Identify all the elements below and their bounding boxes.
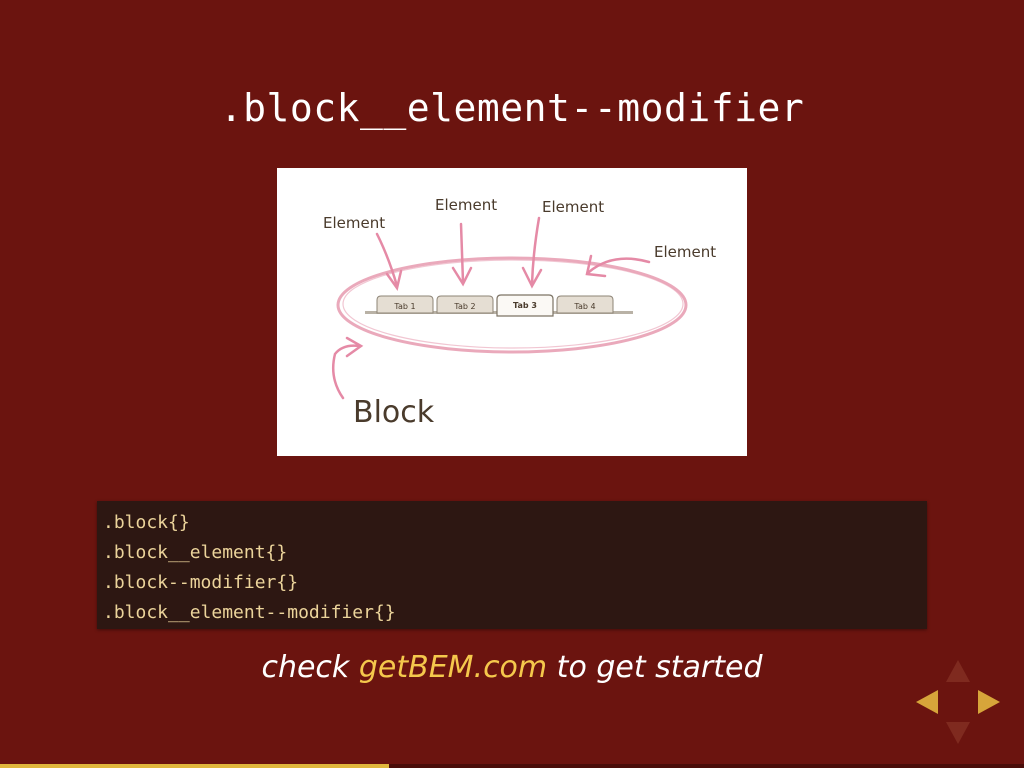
tab-2: Tab 2 xyxy=(436,295,494,314)
code-line-block-element: .block__element{} xyxy=(103,542,288,563)
block-arrow xyxy=(332,336,364,400)
element-label-2: Element xyxy=(435,196,497,214)
tab-4: Tab 4 xyxy=(556,295,614,314)
tab-1: Tab 1 xyxy=(376,295,434,314)
element-label-1: Element xyxy=(323,214,385,232)
getbem-link[interactable]: getBEM.com xyxy=(358,650,548,685)
element-arrow-2 xyxy=(451,222,473,287)
cta-prefix: check xyxy=(261,650,359,685)
element-arrow-1 xyxy=(375,232,403,291)
code-line-block-element-modifier: .block__element--modifier{} xyxy=(103,602,396,623)
bem-diagram: Tab 1 Tab 2 Tab 3 Tab 4 xyxy=(277,168,747,456)
code-line-block: .block{} xyxy=(103,512,190,533)
code-line-block-modifier: .block--modifier{} xyxy=(103,572,299,593)
element-label-3: Element xyxy=(542,198,604,216)
slide-title: .block__element--modifier xyxy=(219,86,805,130)
tab-1-label: Tab 1 xyxy=(393,302,415,311)
tab-2-label: Tab 2 xyxy=(453,302,475,311)
block-label: Block xyxy=(353,395,435,430)
triangle-right-icon[interactable] xyxy=(978,690,1000,714)
slide-navigation xyxy=(914,660,1004,744)
cta-suffix: to get started xyxy=(547,650,763,685)
element-label-4: Element xyxy=(654,243,716,261)
progress-bar-fill xyxy=(0,764,390,768)
block-outline xyxy=(336,256,688,354)
triangle-down-icon xyxy=(946,722,970,744)
tab-3-active: Tab 3 xyxy=(496,294,554,317)
progress-bar xyxy=(0,764,1024,768)
element-arrow-4 xyxy=(585,254,651,278)
call-to-action: check getBEM.com to get started xyxy=(0,650,1024,685)
code-block: .block{} .block__element{} .block--modif… xyxy=(97,501,927,629)
element-arrow-3 xyxy=(521,216,543,289)
tab-3-label: Tab 3 xyxy=(513,301,537,310)
tab-4-label: Tab 4 xyxy=(573,302,595,311)
triangle-up-icon xyxy=(946,660,970,682)
triangle-left-icon[interactable] xyxy=(916,690,938,714)
